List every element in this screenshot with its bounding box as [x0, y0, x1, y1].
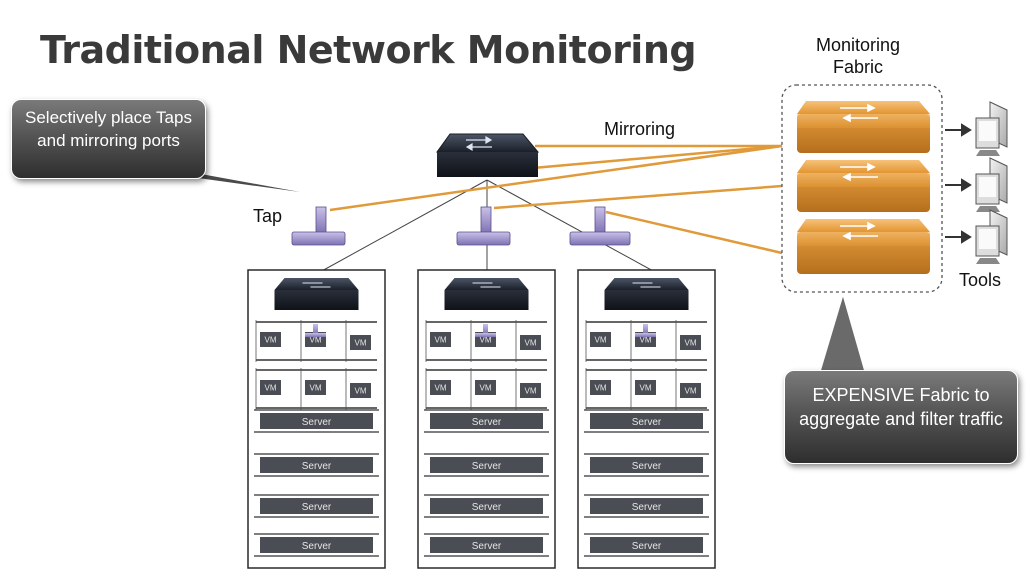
server-label: Server: [302, 541, 332, 552]
fabric-switch-icon: [797, 160, 930, 212]
vm-label: VM: [310, 384, 322, 393]
server-label: Server: [632, 502, 662, 513]
vm-box: VM: [635, 380, 656, 395]
vm-label: VM: [685, 339, 697, 348]
right-callout: EXPENSIVE Fabric to aggregate and filter…: [784, 370, 1018, 464]
vm-label: VM: [480, 336, 492, 345]
server-box: Server: [260, 457, 373, 473]
vm-tap-icon: [475, 324, 496, 337]
server-label: Server: [302, 461, 332, 472]
vm-label: VM: [355, 339, 367, 348]
network-tap-icon: [291, 206, 346, 246]
vm-box: VM: [590, 380, 611, 395]
network-tap-icon: [569, 206, 631, 246]
page-title: Traditional Network Monitoring: [40, 28, 697, 72]
rack-switch-icon: [444, 278, 529, 310]
vm-label: VM: [525, 339, 537, 348]
vm-box: VM: [350, 335, 371, 350]
server-label: Server: [472, 461, 502, 472]
vm-box: VM: [305, 380, 326, 395]
server-label: Server: [632, 541, 662, 552]
vm-box: VM: [260, 380, 281, 395]
mirroring-links: [329, 144, 783, 255]
rack-switch-icon: [274, 278, 359, 310]
server-box: Server: [590, 413, 703, 429]
monitoring-fabric-enclosure: [781, 84, 943, 293]
server-box: Server: [260, 413, 373, 429]
mirroring-label: Mirroring: [604, 119, 676, 139]
network-tap-icon: [456, 206, 511, 246]
vm-label: VM: [525, 387, 537, 396]
vm-box: VM: [430, 380, 451, 395]
vm-label: VM: [480, 384, 492, 393]
server-box: Server: [430, 498, 543, 514]
vm-label: VM: [640, 336, 652, 345]
tools-label: Tools: [959, 270, 1002, 290]
vm-box: VM: [430, 332, 451, 347]
server-label: Server: [472, 417, 502, 428]
vm-box: VM: [680, 335, 701, 350]
vm-label: VM: [595, 336, 607, 345]
vm-tap-icon: [635, 324, 656, 337]
server-box: Server: [430, 537, 543, 553]
vm-label: VM: [640, 384, 652, 393]
vm-label: VM: [595, 384, 607, 393]
server-label: Server: [302, 417, 332, 428]
vm-label: VM: [265, 384, 277, 393]
vm-label: VM: [310, 336, 322, 345]
vm-box: VM: [475, 380, 496, 395]
rack-switch-icon: [604, 278, 689, 310]
server-box: Server: [590, 537, 703, 553]
vm-box: VM: [260, 332, 281, 347]
vm-box: VM: [590, 332, 611, 347]
server-label: Server: [472, 502, 502, 513]
monitoring-fabric-label: Monitoring Fabric: [815, 35, 901, 77]
vm-label: VM: [435, 336, 447, 345]
server-box: Server: [260, 537, 373, 553]
vm-label: VM: [685, 387, 697, 396]
vm-tap-icon: [305, 324, 326, 337]
vm-box: VM: [350, 383, 371, 398]
vm-box: VM: [520, 383, 541, 398]
vm-label: VM: [435, 384, 447, 393]
server-label: Server: [302, 502, 332, 513]
computer-monitor-icon: [975, 209, 1008, 264]
computer-monitor-icon: [975, 101, 1008, 156]
server-box: Server: [590, 457, 703, 473]
tool-arrows: [945, 123, 972, 244]
tap-label: Tap: [253, 206, 283, 226]
server-label: Server: [632, 461, 662, 472]
right-callout-tail: [819, 293, 866, 373]
computer-monitor-icon: [975, 157, 1008, 212]
left-callout: Selectively place Taps and mirroring por…: [11, 99, 206, 179]
server-box: Server: [260, 498, 373, 514]
server-label: Server: [632, 417, 662, 428]
vm-box: VM: [520, 335, 541, 350]
server-box: Server: [430, 413, 543, 429]
vm-box: VM: [680, 383, 701, 398]
core-switch-icon: [436, 133, 540, 177]
vm-label: VM: [265, 336, 277, 345]
server-label: Server: [472, 541, 502, 552]
server-box: Server: [590, 498, 703, 514]
vm-label: VM: [355, 387, 367, 396]
server-box: Server: [430, 457, 543, 473]
fabric-switch-icon: [797, 101, 930, 153]
fabric-switch-icon: [797, 219, 930, 274]
